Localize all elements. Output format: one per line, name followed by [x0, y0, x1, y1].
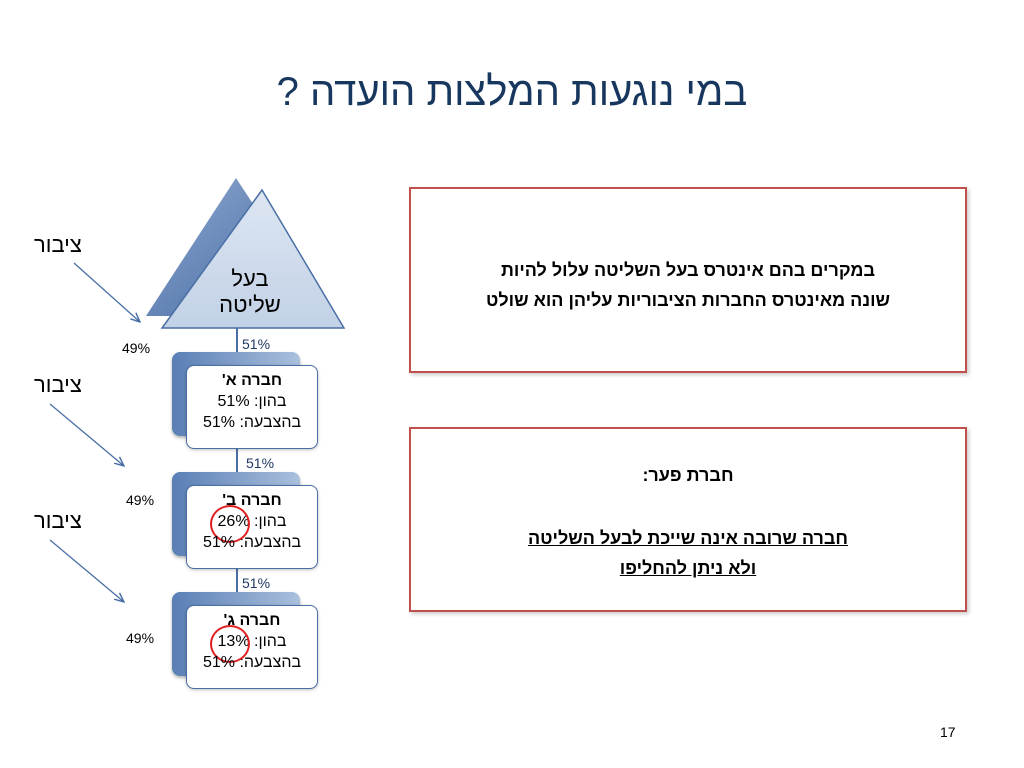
public-share-1: 49% — [122, 340, 151, 356]
page-title: במי נוגעות המלצות הועדה ? — [276, 70, 748, 114]
public-share-2: 49% — [126, 492, 155, 508]
company-a-node: חברה א' בהון: 51% בהצבעה: 51% — [186, 365, 318, 449]
highlight-circle — [209, 625, 250, 663]
box2-heading: חברת פער: — [642, 465, 734, 485]
box2-line-2: ולא ניתן להחליפו — [619, 558, 757, 578]
link-share-1: 51% — [242, 336, 271, 352]
public-arrow-2 — [49, 403, 124, 466]
company-name: חברה ג' — [223, 612, 281, 629]
highlight-circle — [209, 505, 250, 543]
box1-line-2: שונה מאינטרס החברות הציבוריות עליהן הוא … — [485, 290, 891, 310]
public-share-3: 49% — [126, 630, 155, 646]
vote-value: 51% — [202, 414, 235, 431]
box2-line-1: חברה שרובה אינה שייכת לבעל השליטה — [527, 528, 849, 548]
company-c-node: חברה ג' בהון: 13% בהצבעה: 51% — [186, 605, 318, 689]
public-label-3: ציבור — [34, 508, 82, 533]
company-b-node: חברה ב' בהון: 26% בהצבעה: 51% — [186, 485, 318, 569]
public-arrow-1 — [73, 262, 140, 322]
public-label-2: ציבור — [34, 372, 82, 397]
vote-value: 51% — [202, 654, 235, 671]
company-name: חברה א' — [221, 372, 283, 389]
public-arrow-3 — [49, 539, 124, 602]
page-number: 17 — [940, 724, 956, 740]
link-share-2: 51% — [246, 455, 275, 471]
controller-triangle — [160, 188, 346, 329]
box1-line-1: במקרים בהם אינטרס בעל השליטה עלול להיות — [500, 260, 876, 280]
capital-value: 51% — [217, 393, 250, 410]
link-share-3: 51% — [242, 575, 271, 591]
company-name: חברה ב' — [222, 492, 282, 509]
gap-company-box: חברת פער: חברה שרובה אינה שייכת לבעל השל… — [409, 427, 967, 612]
vote-value: 51% — [202, 534, 235, 551]
public-label-1: ציבור — [34, 232, 82, 257]
controller-label: בעל שליטה — [219, 266, 281, 317]
interest-conflict-box: במקרים בהם אינטרס בעל השליטה עלול להיות … — [409, 187, 967, 373]
